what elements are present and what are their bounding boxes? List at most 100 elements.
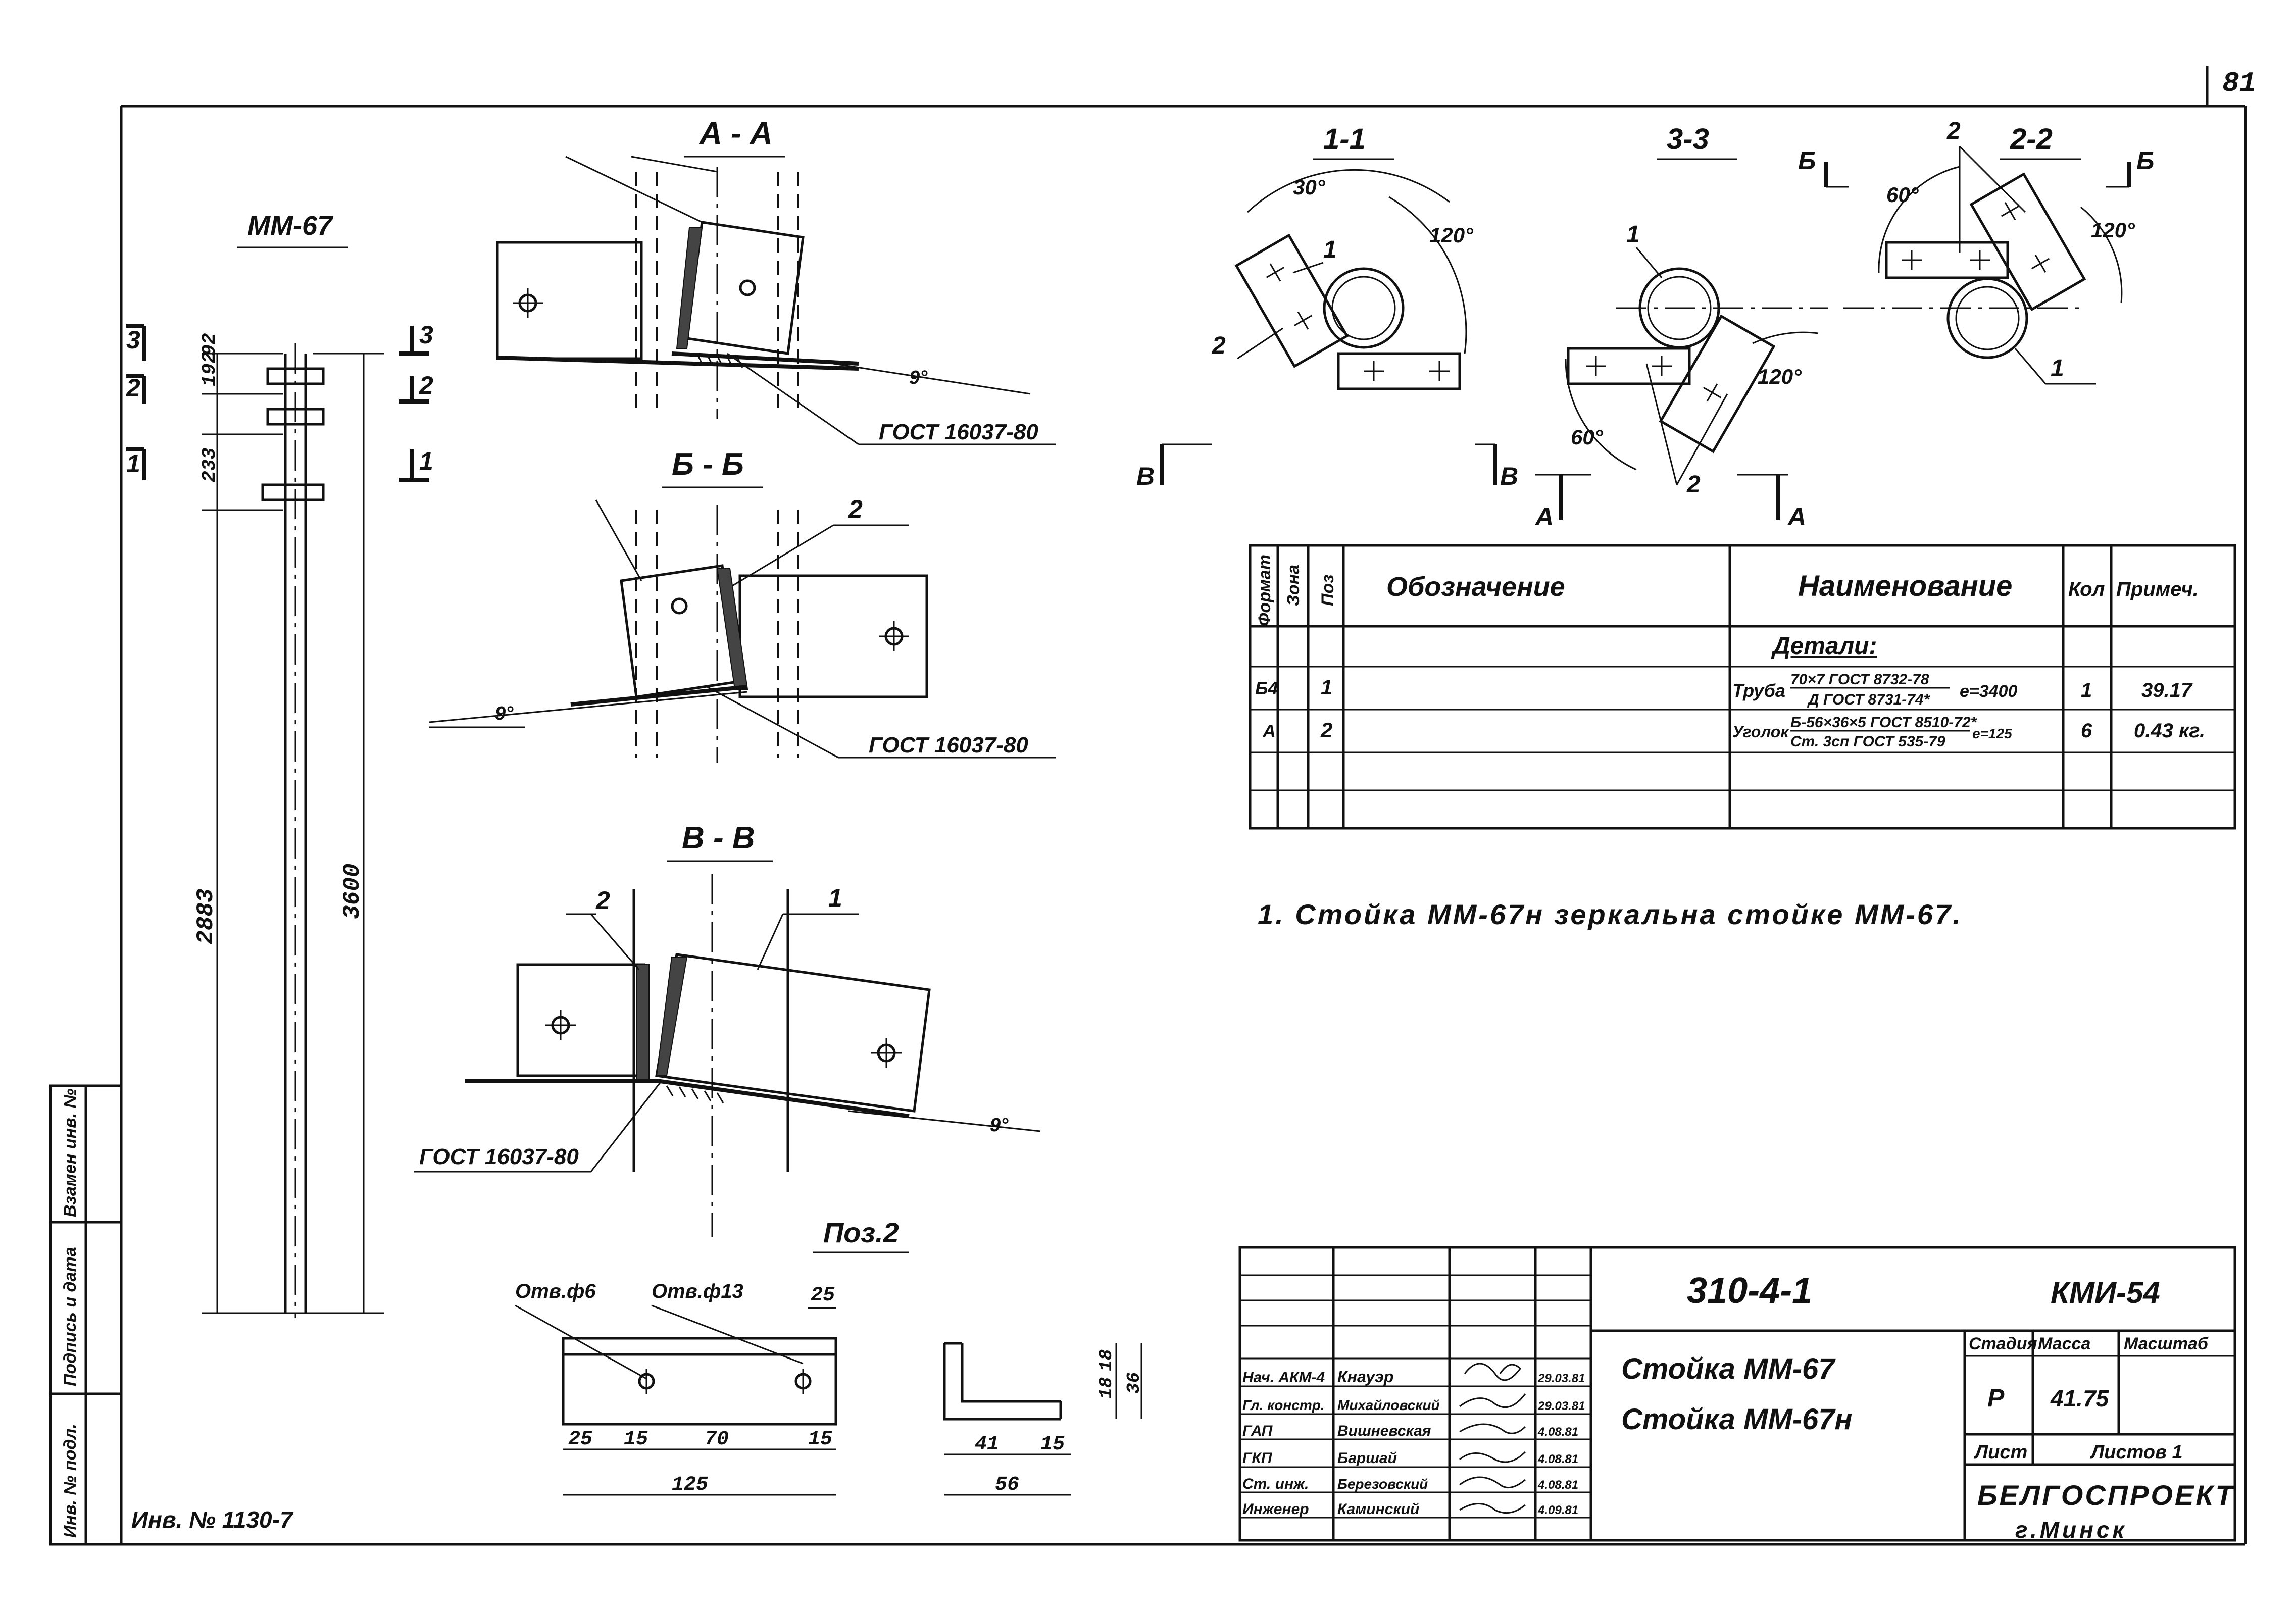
section-11: 1-1 30° 120° 1 2 В	[1136, 123, 1474, 490]
section-33-callout-2: 2	[1686, 471, 1701, 498]
section-11-title: 1-1	[1323, 123, 1366, 156]
poz2-dim-25: 25	[568, 1428, 592, 1451]
section-22-callout-2: 2	[1946, 118, 1961, 144]
side-stamp: Инв. № подл. Подпись и дата Взамен инв. …	[49, 1084, 123, 1546]
section-33-angle-60: 60°	[1571, 425, 1604, 449]
cut-mark-1-right: 1	[419, 447, 433, 475]
spec-header-qty: Кол	[2068, 578, 2105, 600]
section-33-angle-120: 120°	[1758, 365, 1802, 388]
poz2-dim-15a: 15	[624, 1428, 648, 1451]
cut-mark-1-left: 1	[126, 449, 140, 478]
signer-name-6: Каминский	[1337, 1501, 1419, 1518]
signer-name-1: Кнауэр	[1337, 1368, 1393, 1386]
signer-role-4: ГКП	[1242, 1450, 1273, 1467]
section-vv-callout-1: 1	[828, 884, 842, 912]
spec-header-designation: Обозначение	[1386, 572, 1565, 602]
spec-row1-format: Б4	[1255, 678, 1278, 698]
signer-role-6: Инженер	[1242, 1501, 1309, 1518]
section-22-angle-60: 60°	[1886, 183, 1919, 207]
poz2-dim-18b: 18	[1096, 1349, 1117, 1371]
poz2-hole13: Отв.ф13	[652, 1280, 743, 1302]
section-bb-title: Б - Б	[672, 447, 744, 482]
title-block: 310-4-1 КМИ-54 Стойка ММ-67 Стойка ММ-67…	[1238, 1246, 2236, 1543]
title-hdr-mass: Масса	[2038, 1334, 2090, 1353]
column-elevation: ММ-67 3 2 1 3 2 1 192 92 233 2	[126, 211, 433, 1318]
section-33-title: 3-3	[1667, 123, 1709, 156]
sheet-frame	[51, 66, 2247, 1546]
section-aa-title: А - А	[698, 116, 773, 151]
cut-mark-3-right: 3	[419, 321, 433, 349]
spec-row2-length: е=125	[1972, 726, 2012, 741]
section-aa-weld-note: ГОСТ 16037-80	[879, 420, 1038, 444]
section-33-cut-a-right: А	[1787, 502, 1806, 531]
signer-role-1: Нач. АКМ-4	[1242, 1369, 1325, 1386]
poz2-hole6: Отв.ф6	[515, 1280, 596, 1302]
title-sheets-label: Листов 1	[2089, 1442, 2183, 1463]
signature-4	[1459, 1451, 1526, 1463]
spec-header-zone: Зона	[1284, 565, 1303, 606]
spec-header-name: Наименование	[1798, 570, 2012, 602]
spec-header-format: Формат	[1255, 555, 1274, 626]
signer-date-5: 4.08.81	[1537, 1478, 1578, 1492]
spec-row1-length: е=3400	[1960, 682, 2017, 701]
section-vv-title: В - В	[682, 821, 755, 856]
dim-3600: 3600	[339, 864, 366, 919]
cut-mark-3-left: 3	[126, 326, 140, 354]
title-sheet-label: Лист	[1973, 1442, 2027, 1463]
signer-date-2: 29.03.81	[1537, 1399, 1585, 1413]
poz2-dim-56: 56	[995, 1474, 1019, 1496]
title-line-2: Стойка ММ-67н	[1621, 1403, 1853, 1436]
poz2-dim-15c: 15	[1040, 1433, 1065, 1456]
section-22-angle-120: 120°	[2091, 218, 2135, 242]
title-city: г.Минск	[2015, 1517, 2127, 1543]
spec-row2-name: Уголок	[1732, 723, 1789, 741]
signer-role-3: ГАП	[1242, 1423, 1273, 1439]
title-hdr-stage: Стадия	[1969, 1334, 2037, 1353]
spec-row2-note: 0.43 кг.	[2134, 720, 2205, 742]
section-11-callout-1: 1	[1323, 236, 1337, 263]
signer-role-5: Ст. инж.	[1242, 1476, 1309, 1492]
side-stamp-inv-orig: Инв. № подл.	[61, 1424, 80, 1538]
signer-date-4: 4.08.81	[1537, 1452, 1578, 1466]
signer-name-4: Баршай	[1337, 1450, 1397, 1467]
poz2-dim-25-top: 25	[811, 1284, 835, 1307]
dim-92: 92	[199, 333, 221, 356]
signature-5	[1459, 1476, 1526, 1489]
spec-row2-qty: 6	[2081, 720, 2092, 742]
side-stamp-sign-date: Подпись и дата	[61, 1247, 80, 1386]
section-33-callout-1: 1	[1626, 221, 1640, 248]
section-vv-weld-note: ГОСТ 16037-80	[419, 1144, 579, 1169]
poz2-dim-15b: 15	[808, 1428, 832, 1451]
title-hdr-scale: Масштаб	[2124, 1334, 2209, 1353]
spec-row2-spec-bottom: Ст. 3сп ГОСТ 535-79	[1790, 733, 1945, 750]
section-bb-angle-9: 9°	[495, 703, 514, 724]
section-aa: А - А ГОСТ 16037-80 9°	[496, 116, 1056, 445]
signer-date-1: 29.03.81	[1537, 1372, 1585, 1385]
poz2-title: Поз.2	[823, 1217, 899, 1248]
spec-header-note: Примеч.	[2116, 578, 2199, 600]
signer-role-2: Гл. констр.	[1242, 1397, 1325, 1413]
section-vv: В - В 9° ГОСТ 16037-80 2 1	[414, 821, 1041, 1237]
section-11-angle-120: 120°	[1429, 223, 1474, 247]
inventory-number: Инв. № 1130-7	[131, 1506, 294, 1533]
section-33-cut-v-left: В	[1500, 462, 1518, 490]
cut-mark-2-left: 2	[126, 374, 140, 402]
section-22-cut-b-right: Б	[2136, 146, 2154, 175]
section-bb-weld-note: ГОСТ 16037-80	[869, 733, 1028, 758]
title-doc-code: 310-4-1	[1687, 1271, 1812, 1311]
section-vv-callout-2: 2	[595, 886, 610, 915]
section-vv-angle-9: 9°	[990, 1115, 1009, 1136]
signature-1	[1464, 1363, 1521, 1381]
section-22: 2-2 60° 120° 2 1 Б Б	[1798, 118, 2154, 385]
spec-row1-spec-top: 70×7 ГОСТ 8732-78	[1790, 671, 1929, 688]
title-sheet-code: КМИ-54	[2051, 1276, 2160, 1310]
spec-row1-note: 39.17	[2141, 679, 2193, 701]
section-33-cut-a-left: А	[1534, 502, 1554, 531]
section-22-title: 2-2	[2010, 123, 2053, 156]
title-line-1: Стойка ММ-67	[1621, 1352, 1836, 1385]
signer-date-6: 4.09.81	[1537, 1503, 1578, 1517]
spec-row1-name: Труба	[1732, 680, 1785, 701]
title-mass: 41.75	[2050, 1385, 2110, 1412]
poz2-dim-70: 70	[705, 1428, 729, 1451]
